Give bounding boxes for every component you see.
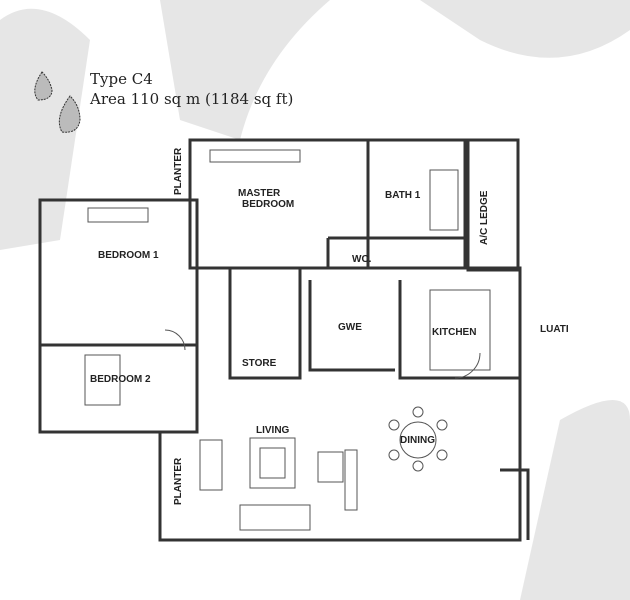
fixtures	[84, 149, 491, 531]
bath1-label: BATH 1	[385, 190, 421, 201]
bedroom2-label: BEDROOM 2	[90, 374, 151, 385]
walls	[38, 138, 530, 542]
wc-label: WC.	[352, 254, 372, 265]
bedroom1-label: BEDROOM 1	[98, 250, 159, 261]
master-bedroom-label-2: BEDROOM	[242, 199, 294, 210]
leaf-logo-icon	[34, 71, 81, 133]
unit-area: Area 110 sq m (1184 sq ft)	[90, 90, 294, 108]
ac-ledge-label: A/C LEDGE	[479, 190, 490, 245]
living-label: LIVING	[256, 425, 290, 436]
wet-kitchen-label: GWE	[338, 322, 362, 333]
planter-top-label: PLANTER	[173, 147, 184, 195]
master-bedroom-label: MASTER	[238, 188, 281, 199]
unit-type: Type C4	[90, 70, 153, 88]
store-label: STORE	[242, 358, 277, 369]
planter-bottom-label: PLANTER	[173, 457, 184, 505]
yard-label: LUATI	[540, 324, 569, 335]
dining-label: DINING	[400, 435, 435, 446]
kitchen-label: KITCHEN	[432, 327, 476, 338]
